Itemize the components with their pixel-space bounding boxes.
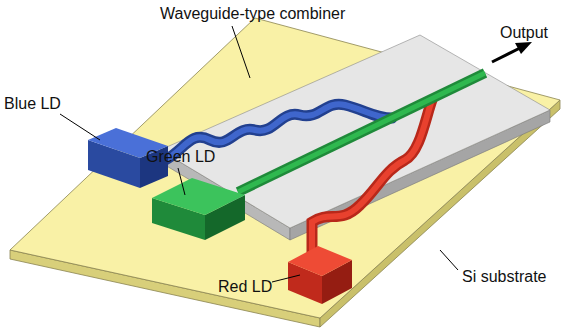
leader-line [272, 275, 300, 282]
green-ld [152, 178, 245, 215]
leader-line [232, 26, 250, 78]
green-waveguide-top [238, 73, 485, 192]
output-arrowhead [515, 42, 532, 54]
green-waveguide [238, 73, 485, 192]
output-arrow [492, 47, 522, 62]
leader-line [440, 250, 458, 270]
red-ld [288, 246, 352, 276]
part-label: Output [500, 24, 548, 42]
part-label: Si substrate [462, 268, 546, 286]
part-label: Green LD [146, 148, 215, 166]
leader-line [178, 168, 185, 195]
part-label: Red LD [218, 278, 272, 296]
si-substrate [10, 18, 560, 318]
part-label: Waveguide-type combiner [160, 5, 345, 23]
leader-line [60, 114, 100, 140]
part-label: Blue LD [4, 95, 61, 113]
